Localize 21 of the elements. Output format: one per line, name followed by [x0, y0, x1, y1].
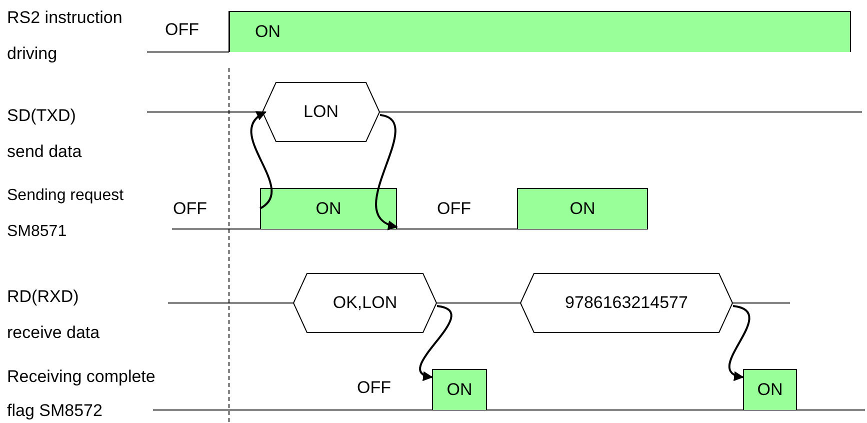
state-label: OFF: [357, 378, 392, 398]
on-pulse: ON: [229, 11, 851, 52]
data-hexagon: OK,LON: [293, 273, 437, 333]
on-pulse: ON: [743, 369, 797, 410]
arrow: [375, 114, 398, 229]
arrow: [728, 305, 750, 380]
signal-name: Sending request SM8571: [7, 186, 125, 242]
signal-name: RS2 instruction driving: [7, 7, 124, 65]
on-pulse: ON: [517, 188, 648, 229]
arrow: [419, 305, 452, 380]
arrow: [250, 111, 272, 210]
signal-name: RD(RXD) receive data: [7, 286, 101, 344]
state-label: OFF: [165, 20, 200, 40]
on-pulse: ON: [432, 369, 487, 410]
signal-name: SD(TXD) send data: [7, 105, 83, 163]
state-label: OFF: [173, 199, 208, 219]
state-label: OFF: [437, 199, 472, 219]
on-pulse: ON: [260, 188, 397, 229]
data-hexagon: 9786163214577: [520, 273, 733, 333]
data-hexagon: LON: [262, 82, 380, 142]
signal-name: Receiving complete flag SM8572: [7, 366, 156, 422]
